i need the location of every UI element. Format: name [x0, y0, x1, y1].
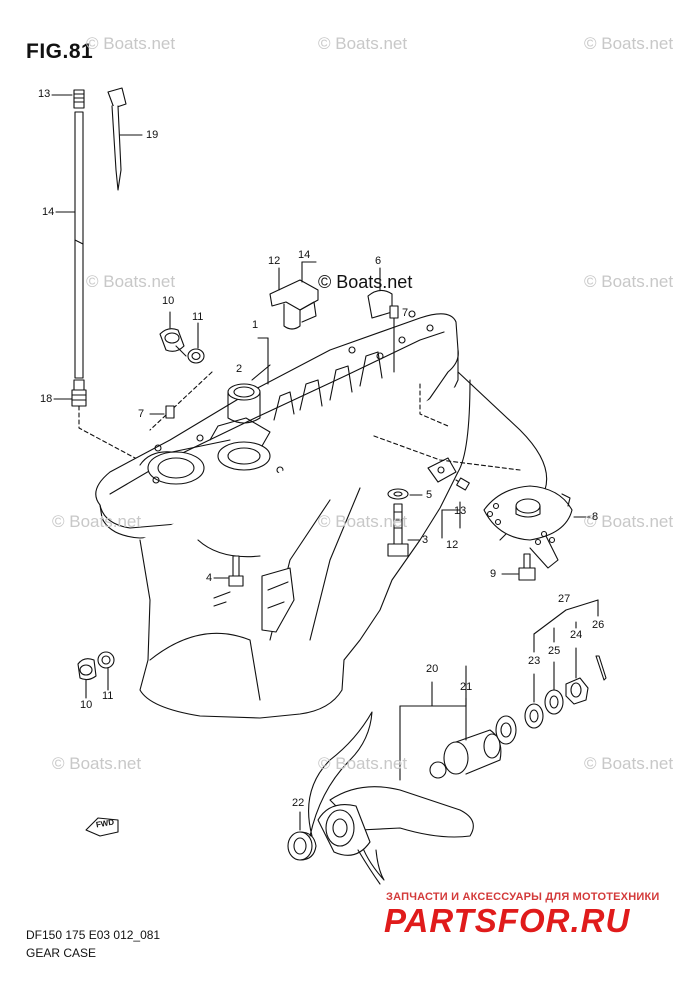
- callout-15: 14: [298, 249, 311, 261]
- callout-26: 26: [592, 619, 605, 631]
- callout-20: 20: [426, 663, 439, 675]
- watermark: © Boats.net: [52, 754, 142, 773]
- part-26-cotter-pin: [595, 655, 607, 681]
- part-10-plug-bottom: [77, 658, 97, 681]
- watermark: © Boats.net: [584, 754, 674, 773]
- part-11-gasket-bottom: [97, 651, 115, 669]
- part-21-washer: [495, 715, 517, 745]
- part-24-nut: [565, 677, 589, 705]
- figure-title: FIG.81: [26, 40, 94, 63]
- watermark: © Boats.net: [318, 512, 408, 531]
- callout-6: 6: [375, 255, 382, 267]
- part-9-bolt: [518, 553, 536, 581]
- brand-subtitle: ЗАПЧАСТИ И АКСЕССУАРЫ ДЛЯ МОТОТЕХНИКИ: [386, 891, 660, 903]
- callout-8: 8: [592, 511, 599, 523]
- callout-22: 22: [292, 797, 305, 809]
- part-21-bushing: [443, 729, 502, 775]
- part-23-washer: [524, 703, 544, 729]
- part-19-cable-tie: [107, 87, 127, 191]
- part-10-plug-top: [159, 328, 187, 357]
- callout-7-left: 7: [138, 408, 145, 420]
- callout-18: 18: [40, 393, 53, 405]
- callout-4: 4: [206, 572, 213, 584]
- callout-25: 25: [548, 645, 561, 657]
- callout-19: 19: [146, 129, 159, 141]
- part-7-pin-top: [389, 305, 399, 319]
- callout-5: 5: [426, 489, 433, 501]
- watermark: © Boats.net: [86, 34, 176, 53]
- callout-27: 27: [558, 593, 571, 605]
- callout-11-bottom: 11: [102, 690, 114, 702]
- callout-10-bottom: 10: [80, 699, 93, 711]
- part-13-stopper: [427, 457, 457, 483]
- watermark: © Boats.net: [318, 34, 408, 53]
- part-8-trim-tab: [483, 485, 573, 569]
- part-6-anode: [367, 289, 393, 319]
- part-1-gear-case-housing: [95, 310, 459, 539]
- part-11-gasket-top: [187, 348, 205, 364]
- part-14-15-bracket: [269, 279, 319, 330]
- part-16-fitting: [73, 89, 85, 109]
- watermark: © Boats.net: [86, 272, 176, 291]
- callout-7-top: 7: [402, 307, 409, 319]
- callout-21: 21: [460, 681, 473, 693]
- callout-13: 13: [454, 505, 467, 517]
- callout-16: 13: [38, 88, 51, 100]
- callout-23: 23: [528, 655, 541, 667]
- callout-14: 12: [268, 255, 281, 267]
- part-7-pin-left: [165, 405, 175, 419]
- part-4-bolt: [228, 555, 244, 587]
- fwd-arrow-icon: [85, 817, 119, 837]
- callout-17: 14: [42, 206, 55, 218]
- part-21-spacer: [429, 761, 447, 779]
- watermark: © Boats.net: [318, 754, 408, 773]
- part-17-shift-rod: [74, 111, 84, 379]
- callout-11-top: 11: [192, 311, 204, 323]
- part-20-propeller: [308, 711, 474, 885]
- part-2-bearing: [227, 383, 261, 424]
- footer-model-code: DF150 175 E03 012_081: [26, 928, 161, 942]
- part-3-bolt: [387, 503, 409, 557]
- watermark: © Boats.net: [52, 512, 142, 531]
- part-25-washer: [544, 689, 564, 715]
- brand-logo: PARTSFOR.RU: [384, 902, 631, 939]
- footer-section-name: GEAR CASE: [26, 946, 97, 960]
- callout-12: 12: [446, 539, 459, 551]
- watermark-center: © Boats.net: [318, 272, 413, 292]
- watermark: © Boats.net: [584, 272, 674, 291]
- part-22-washer: [287, 831, 317, 861]
- callout-2: 2: [236, 363, 243, 375]
- part-18-rod-end: [71, 379, 87, 407]
- callout-24: 24: [570, 629, 583, 641]
- callout-10-top: 10: [162, 295, 175, 307]
- watermark: © Boats.net: [584, 512, 674, 531]
- callout-3: 3: [422, 534, 429, 546]
- callout-9: 9: [490, 568, 497, 580]
- watermark: © Boats.net: [584, 34, 674, 53]
- part-5-washer: [387, 488, 409, 500]
- callout-1: 1: [252, 319, 259, 331]
